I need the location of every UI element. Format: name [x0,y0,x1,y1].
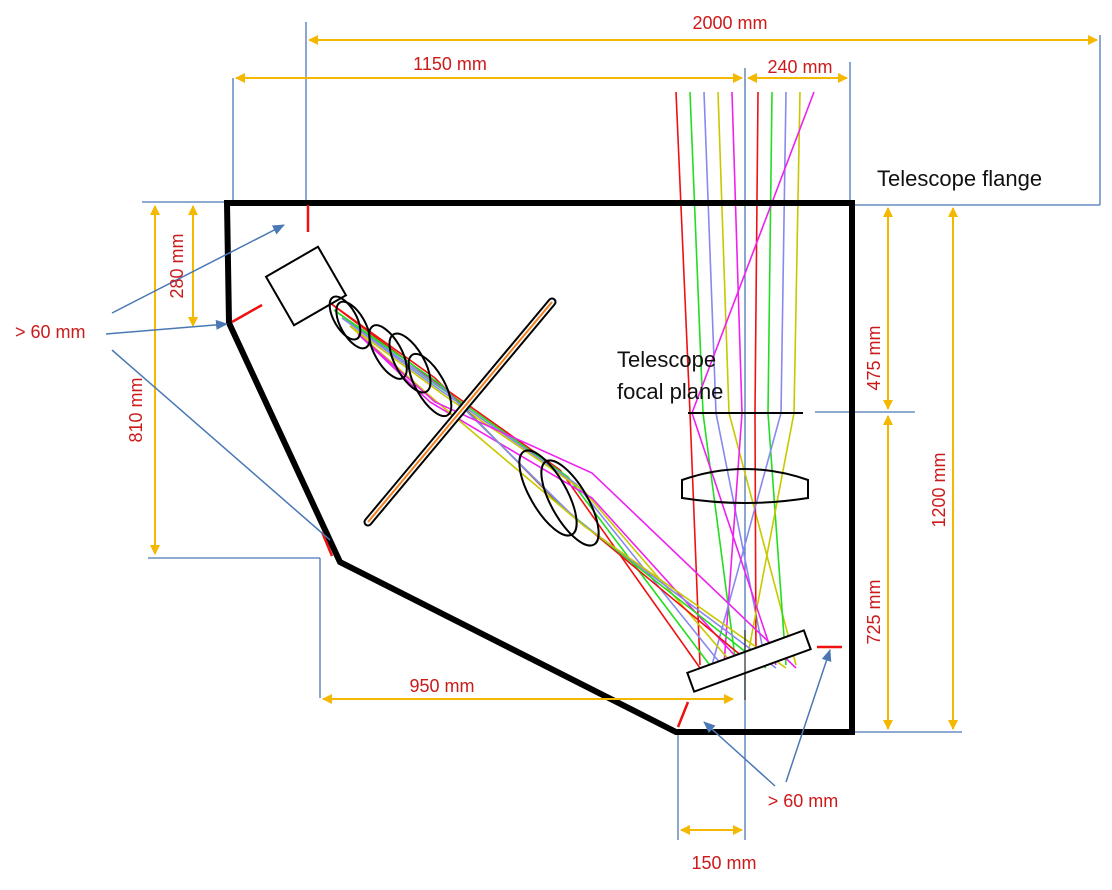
leader-bottom-left [703,721,776,787]
dim-label-clearance-bottom: > 60 mm [768,791,839,811]
dim-label-475: 475 mm [864,325,884,390]
ray-out-7 [341,317,777,669]
focal-plane-label-line2: focal plane [617,379,723,404]
field-lens [681,412,809,504]
leader-left-top [111,224,285,314]
camera-lenses [328,295,600,547]
dim-label-240: 240 mm [767,57,832,77]
leader-arrows [105,224,832,787]
leader-left-mid [105,319,228,335]
fold-mirror [686,629,812,700]
leader-bottom-right [785,649,832,783]
ray-out-4 [357,333,747,669]
detector-box [264,245,348,327]
dim-label-2000: 2000 mm [692,13,767,33]
ray-out-0 [325,299,701,669]
dim-label-280: 280 mm [167,233,187,298]
optical-rays [325,91,815,669]
ray-in-4 [723,91,743,666]
dim-label-810: 810 mm [126,377,146,442]
clearance-ticks [231,205,842,728]
extension-lines [142,22,1101,840]
leader-left-bottom [111,349,331,541]
ray-out-8 [349,325,787,669]
dimension-arrows [150,35,1098,835]
focal-plane-label-line1: Telescope [617,347,716,372]
instrument-enclosure [223,200,855,735]
ray-in-6 [767,91,787,666]
dim-label-950: 950 mm [409,676,474,696]
dim-label-150: 150 mm [691,853,756,873]
dim-label-1150: 1150 mm [413,54,487,74]
filter-plate [363,297,557,527]
dim-label-1200: 1200 mm [929,452,949,527]
dim-label-clearance-left: > 60 mm [15,322,86,342]
dim-label-725: 725 mm [864,579,884,644]
ray-in-5 [754,91,759,666]
telescope-flange-label: Telescope flange [877,166,1042,191]
